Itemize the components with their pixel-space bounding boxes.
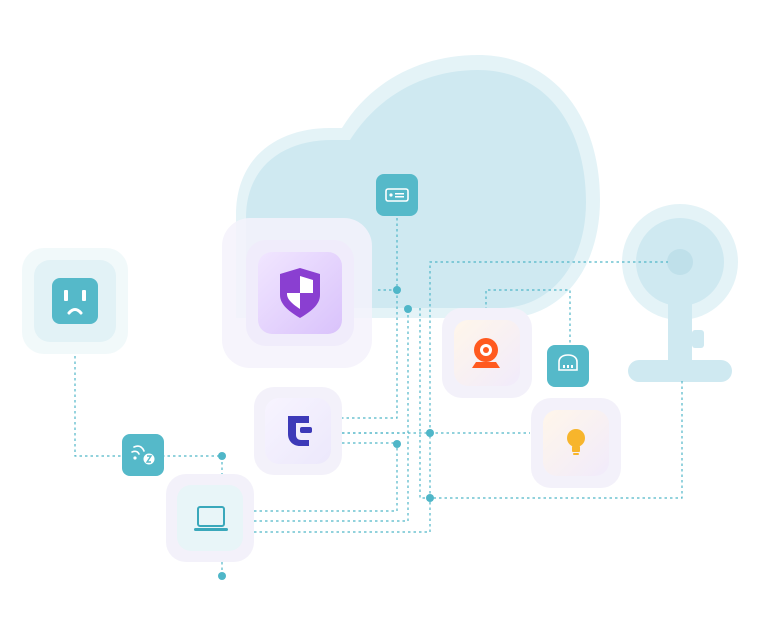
security-camera-icon: [622, 204, 738, 382]
wireless-signal-icon: [131, 445, 155, 465]
smart-lock-tile: [254, 387, 342, 475]
gateway-badge: [547, 345, 589, 387]
smart-plug-tile: [22, 248, 128, 354]
outlet-icon: [52, 278, 98, 324]
router-icon: [558, 354, 578, 371]
security-shield-tile: [222, 218, 372, 368]
smart-bulb-tile: [531, 398, 621, 488]
wifi-module-badge: [376, 174, 418, 216]
bulb-icon: [567, 429, 585, 455]
laptop-tile: [166, 474, 254, 562]
webcam-icon: [472, 338, 500, 368]
connection-lines: [74, 218, 683, 575]
junction-dots: [218, 286, 434, 580]
shield-icon: [280, 268, 320, 318]
lock-icon: [288, 416, 312, 446]
wifi-chip-icon: [385, 188, 409, 202]
ip-camera-tile: [442, 308, 532, 398]
laptop-icon: [194, 506, 228, 531]
zigbee-hub-badge: [122, 434, 164, 476]
